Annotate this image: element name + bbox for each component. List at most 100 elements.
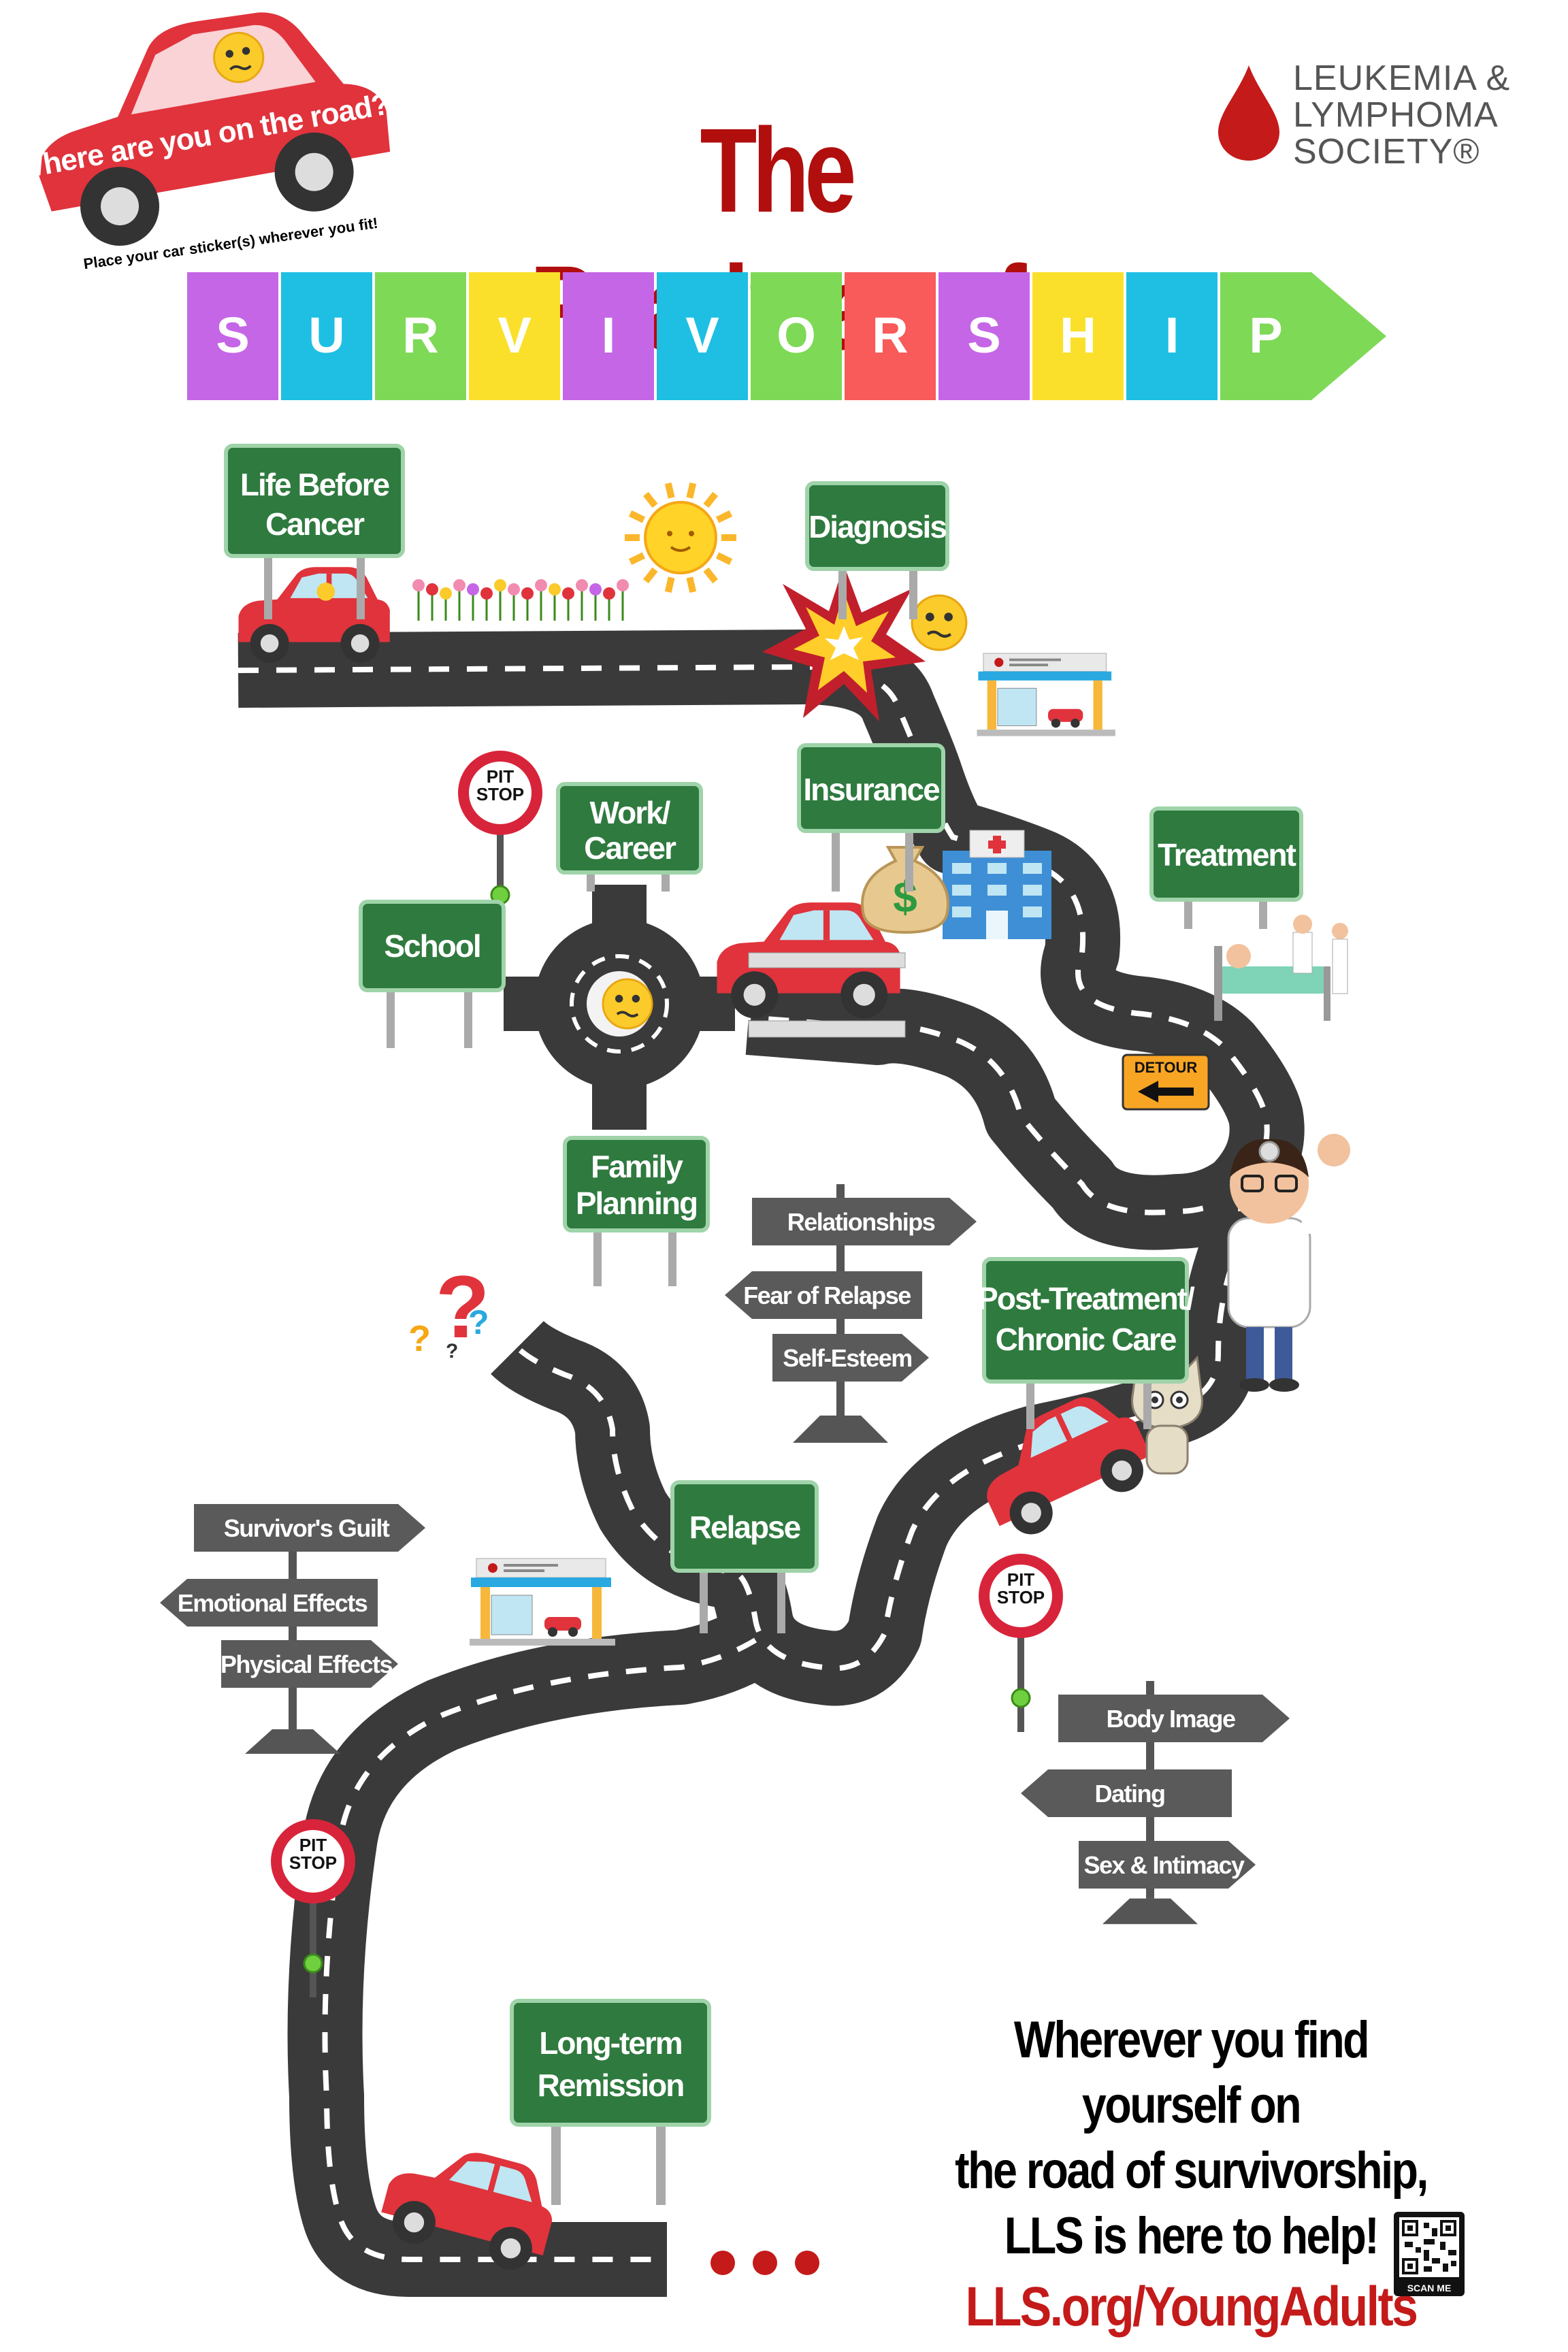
sign-label: Long-term — [539, 2025, 682, 2061]
svg-text:?: ? — [446, 1340, 458, 1362]
banner-tile-6 — [751, 272, 842, 400]
qr-label: SCAN ME — [1407, 2283, 1452, 2293]
sun-ray — [664, 482, 675, 499]
sign-family-planning: Family Planning — [563, 1136, 710, 1286]
flower-head — [480, 587, 493, 600]
banner-letter-6: O — [777, 307, 816, 363]
sign-label: Chronic Care — [996, 1322, 1177, 1357]
flower-head — [603, 587, 615, 600]
pit-stop-3-line2: STOP — [289, 1852, 337, 1873]
sun-ray — [664, 576, 675, 593]
sign-label: Planning — [576, 1186, 697, 1221]
closing-line-3: LLS is here to help! — [1004, 2207, 1379, 2265]
banner-letter-1: U — [308, 307, 344, 363]
lls-logo: LEUKEMIA & LYMPHOMA SOCIETY® — [1218, 59, 1545, 172]
pit-stop-1-line2: STOP — [476, 784, 524, 804]
sign-label: Remission — [538, 2068, 684, 2103]
sun-ray — [642, 491, 658, 508]
road-lane-marking-1 — [515, 1190, 1244, 1671]
flower-head — [521, 587, 534, 600]
flower-head — [589, 583, 602, 595]
flower-head — [467, 583, 479, 595]
banner-letter-7: R — [872, 307, 908, 363]
qr-code[interactable]: SCAN ME — [1394, 2212, 1465, 2296]
banner-arrow-tip — [1311, 272, 1386, 400]
banner-letter-5: V — [685, 307, 719, 363]
road-segment-2 — [287, 1607, 775, 2297]
svg-text:?: ? — [468, 1303, 489, 1341]
sun-ray — [642, 567, 658, 584]
sign-diagnosis: Diagnosis — [805, 481, 949, 619]
sun-ray — [715, 552, 733, 566]
banner-tile-9 — [1032, 272, 1124, 400]
explosion-burst — [762, 565, 926, 721]
arrow-sign-left-1 — [160, 1579, 378, 1627]
road-barrier — [748, 952, 906, 1038]
gas-station-top — [977, 653, 1116, 737]
banner-tile-0 — [187, 272, 278, 400]
banner-tile-8 — [938, 272, 1030, 400]
flowers-decoration — [412, 579, 629, 621]
brand-line-3: SOCIETY® — [1293, 132, 1480, 172]
flower-head — [426, 583, 438, 595]
gas-station-bottom — [469, 1558, 616, 1646]
pit-stop-2-line2: STOP — [997, 1587, 1045, 1607]
flower-head — [576, 579, 588, 591]
sign-life-before-cancer: Life Before Cancer — [224, 444, 405, 619]
pit-stop-2-line1: PIT — [1007, 1569, 1035, 1590]
closing-line-2: the road of survivorship, — [955, 2142, 1428, 2200]
arrow-sign-right-2 — [1079, 1841, 1256, 1889]
svg-text:?: ? — [436, 1257, 489, 1356]
sun-ray — [628, 510, 646, 523]
worried-emoji — [912, 595, 966, 650]
banner-letter-2: R — [402, 307, 438, 363]
closing-line-1: Wherever you find yourself on — [1013, 2011, 1370, 2134]
sign-label: Life Before — [240, 467, 390, 502]
sign-insurance: Insurance — [797, 743, 945, 892]
banner-letter-9: H — [1060, 307, 1096, 363]
arrow-sign-label-middle-2: Self-Esteem — [783, 1344, 912, 1372]
doctor-character — [1227, 1134, 1350, 1392]
banner-letter-3: V — [497, 307, 531, 363]
sign-label: Career — [584, 830, 676, 866]
hospital-icon — [943, 830, 1051, 939]
arrow-sign-middle-1 — [725, 1271, 922, 1319]
sign-post-treatment: Post-Treatment/ Chronic Care — [977, 1257, 1196, 1429]
banner-letter-4: I — [602, 307, 616, 363]
banner-letter-10: I — [1165, 307, 1179, 363]
qr-code-icon — [1399, 2217, 1459, 2277]
pit-stop-1-line1: PIT — [487, 766, 514, 787]
sun-icon — [625, 482, 736, 593]
sun-ray — [628, 552, 646, 566]
treatment-scene — [1214, 915, 1348, 1021]
question-marks: ? ? ? ? — [408, 1257, 489, 1362]
sign-school: School — [359, 900, 506, 1048]
flower-head — [412, 579, 425, 591]
flower-head — [508, 583, 520, 595]
pit-stop-3-line1: PIT — [299, 1835, 327, 1855]
sign-label: School — [384, 928, 480, 964]
sun-ray — [686, 482, 697, 499]
banner-tile-4 — [563, 272, 654, 400]
milestone-signs: Life Before Cancer Diagnosis Insurance T… — [224, 444, 1303, 2205]
closing-message: Wherever you find yourself on the road o… — [885, 2008, 1497, 2341]
brand-line-2: LYMPHOMA — [1293, 95, 1499, 135]
arrow-sign-left-2 — [221, 1640, 398, 1688]
arrow-sign-label-right-2: Sex & Intimacy — [1083, 1851, 1245, 1879]
banner-tile-10 — [1126, 272, 1218, 400]
banner-tile-7 — [845, 272, 936, 400]
road-lane-marking-2 — [322, 1637, 757, 2262]
banner-letter-0: S — [216, 307, 249, 363]
lls-url-link[interactable]: LLS.org/YoungAdults — [965, 2276, 1418, 2338]
sign-label: Post-Treatment/ — [977, 1281, 1195, 1316]
arrow-sign-right-1 — [1021, 1769, 1232, 1817]
flower-head — [440, 587, 452, 600]
banner-letter-8: S — [967, 307, 1000, 363]
sign-label: Treatment — [1158, 837, 1296, 872]
brand-line-1: LEUKEMIA & — [1293, 59, 1511, 98]
sign-long-term-remission: Long-term Remission — [510, 1999, 711, 2205]
arrow-sign-middle-0 — [752, 1198, 977, 1245]
arrow-sign-label-left-2: Physical Effects — [220, 1650, 393, 1678]
ellipsis-dots — [710, 2251, 819, 2275]
